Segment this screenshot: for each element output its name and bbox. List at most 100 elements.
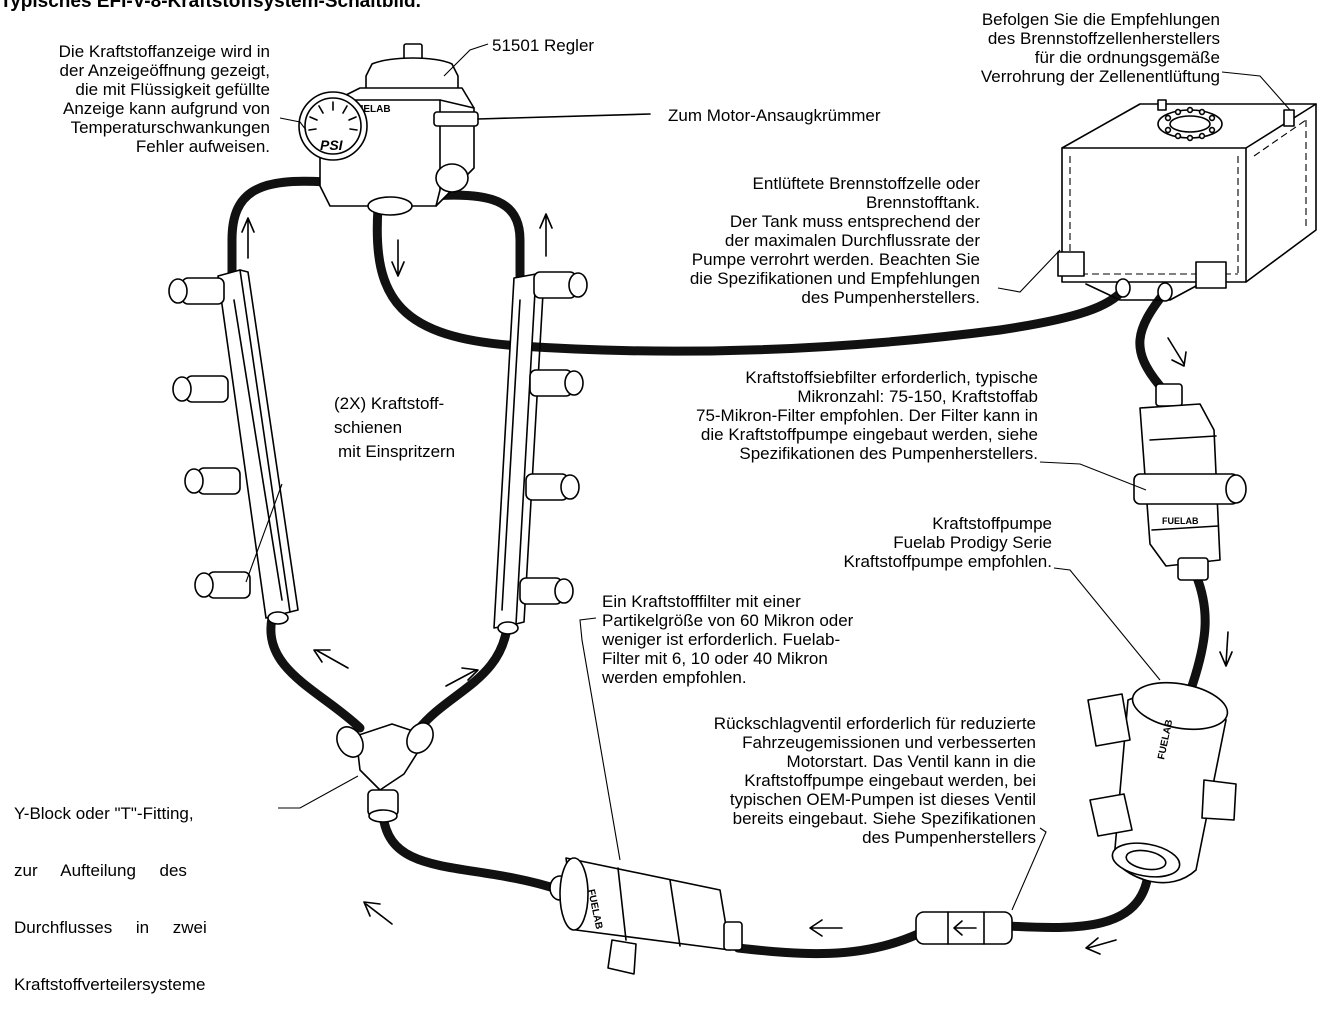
rails-note-line: schienen [334, 418, 403, 437]
check-valve-note-line: typischen OEM-Pumpen ist dieses Ventil [729, 790, 1036, 809]
pump-note-line: Kraftstoffpumpe [932, 514, 1052, 533]
tank-note-line: Entlüftete Brennstoffzelle oder [752, 174, 980, 193]
yblock-note-line: zur Aufteilung des [14, 861, 187, 880]
gauge-note-line: Fehler aufweisen. [135, 137, 270, 156]
fuel-system-diagram: FUELAB PSI [168, 43, 1317, 975]
tank-note-line: Brennstofftank. [865, 193, 980, 212]
gauge-note-line: Anzeige kann aufgrund von [63, 99, 270, 118]
tank-note-line: des Pumpenherstellers. [801, 288, 980, 307]
check-valve [915, 911, 1013, 945]
regulator-label: 51501 Regler [492, 36, 595, 55]
hose-right-rail-to-yblock [413, 613, 513, 735]
strainer-note-line: Mikronzahl: 75-150, Kraftstoffab [797, 387, 1038, 406]
gauge-note-line: die mit Flüssigkeit gefüllte [75, 80, 270, 99]
hose-tank-to-strainer [1135, 287, 1170, 391]
intake-vacuum-line [477, 113, 651, 120]
flow-arrows [241, 213, 1233, 955]
gauge-note-line: Temperaturschwankungen [70, 118, 270, 137]
injector [519, 577, 574, 605]
yblock-note: Y-Block oder "T"-Fitting, zur Aufteilung… [14, 766, 207, 1013]
hose-check-valve-to-filter [733, 929, 923, 959]
flow-arrow [363, 901, 393, 925]
vent-note-line: für die ordnungsgemäße [1034, 48, 1220, 67]
flow-arrow [1219, 631, 1233, 667]
strainer-note-line: die Kraftstoffpumpe eingebaut werden, si… [700, 425, 1038, 444]
check-valve-note-line: Kraftstoffpumpe eingebaut werden, bei [744, 771, 1036, 790]
flow-arrow [1085, 937, 1117, 955]
pump-note-line: Fuelab Prodigy Serie [893, 533, 1052, 552]
leader-lines [245, 43, 1291, 911]
vent-note-line: Befolgen Sie die Empfehlungen [981, 10, 1220, 29]
injector [525, 473, 580, 501]
hose-filter-to-yblock [378, 810, 565, 895]
rails-note-line: mit Einspritzern [338, 442, 456, 461]
flow-arrow [445, 667, 479, 687]
gauge-note-line: der Anzeigeöffnung gezeigt, [59, 61, 270, 80]
y-block-fitting [336, 722, 434, 823]
check-valve-note-line: bereits eingebaut. Siehe Spezifikationen [732, 809, 1036, 828]
hose-strainer-to-pump [1185, 570, 1210, 697]
yblock-note-line: Y-Block oder "T"-Fitting, [14, 804, 194, 823]
strainer-note-line: Spezifikationen des Pumpenherstellers. [739, 444, 1038, 463]
pressure-gauge: PSI [298, 91, 368, 161]
hoses [227, 176, 1210, 959]
check-valve-note-line: des Pumpenherstellers [862, 828, 1036, 847]
strainer-brand-mark: FUELAB [1162, 516, 1199, 526]
flow-arrow [1167, 337, 1187, 367]
tank-note-line: Der Tank muss entsprechend der [729, 212, 980, 231]
flow-arrow [313, 649, 349, 669]
tank-note-line: Pumpe verrohrt werden. Beachten Sie [691, 250, 980, 269]
yblock-note-line: Kraftstoffverteilersysteme [14, 975, 206, 994]
strainer-filter: FUELAB [1133, 383, 1247, 581]
injector [194, 571, 251, 599]
filter-note-line: Ein Kraftstofffilter mit einer [602, 592, 801, 611]
hose-left-rail-to-yblock [266, 613, 365, 733]
hose-pump-to-check-valve [1003, 870, 1153, 933]
flow-arrow [391, 239, 405, 277]
rails-note: (2X) Kraftstoff- schienen mit Einspritze… [334, 392, 455, 464]
gauge-unit: PSI [320, 137, 344, 153]
fuel-pump: FUELAB [1087, 681, 1237, 884]
check-valve-note-line: Fahrzeugemissionen und verbesserten [742, 733, 1036, 752]
injector [529, 369, 584, 397]
filter-note-line: Filter mit 6, 10 oder 40 Mikron [602, 649, 828, 668]
hose-regulator-to-left-rail [227, 176, 330, 287]
flow-arrow [241, 217, 255, 259]
vent-note-line: Verrohrung der Zellenentlüftung [980, 67, 1220, 86]
injector [184, 467, 241, 495]
strainer-note: Kraftstoffsiebfilter erforderlich, typis… [620, 368, 1038, 463]
fuel-rail-left [217, 269, 299, 625]
filter-note-line: werden empfohlen. [602, 668, 747, 687]
diagram-title: Typisches EFI-V-8-Kraftstoffsystem-Schal… [0, 0, 421, 12]
injector [533, 271, 588, 299]
gauge-note: Die Kraftstoffanzeige wird in der Anzeig… [0, 42, 270, 156]
fuel-tank [1057, 99, 1317, 302]
injector [168, 277, 225, 305]
tank-note: Entlüftete Brennstoffzelle oder Brennsto… [620, 174, 980, 307]
flow-arrow [809, 919, 843, 937]
filter-note-line: Partikelgröße von 60 Mikron oder [602, 611, 854, 630]
injector [172, 375, 229, 403]
strainer-note-line: 75-Mikron-Filter empfohlen. Der Filter k… [695, 406, 1038, 425]
hose-return-to-tank [372, 203, 1128, 356]
tank-note-line: die Spezifikationen und Empfehlungen [689, 269, 980, 288]
pump-note: Kraftstoffpumpe Fuelab Prodigy Serie Kra… [760, 514, 1052, 571]
rails-note-line: (2X) Kraftstoff- [334, 394, 445, 413]
regulator-brand-mark: FUELAB [350, 104, 391, 115]
vent-note-line: des Brennstoffzellenherstellers [987, 29, 1220, 48]
strainer-note-line: Kraftstoffsiebfilter erforderlich, typis… [745, 368, 1038, 387]
filter-note-line: weniger ist erforderlich. Fuelab- [602, 630, 841, 649]
vent-note: Befolgen Sie die Empfehlungen des Brenns… [900, 10, 1220, 86]
injectors-right [519, 271, 588, 605]
check-valve-note: Rückschlagventil erforderlich für reduzi… [600, 714, 1036, 847]
gauge-note-line: Die Kraftstoffanzeige wird in [58, 42, 270, 61]
intake-label: Zum Motor-Ansaugkrümmer [668, 106, 881, 125]
filter-note: Ein Kraftstofffilter mit einer Partikelg… [602, 592, 853, 687]
tank-note-line: der maximalen Durchflussrate der [724, 231, 980, 250]
pump-note-line: Kraftstoffpumpe empfohlen. [843, 552, 1052, 571]
check-valve-note-line: Motorstart. Das Ventil kann in die [786, 752, 1036, 771]
hose-regulator-to-right-rail [425, 190, 525, 287]
yblock-note-line: Durchflusses in zwei [14, 918, 207, 937]
flow-arrow [539, 213, 553, 257]
check-valve-note-line: Rückschlagventil erforderlich für reduzi… [713, 714, 1036, 733]
